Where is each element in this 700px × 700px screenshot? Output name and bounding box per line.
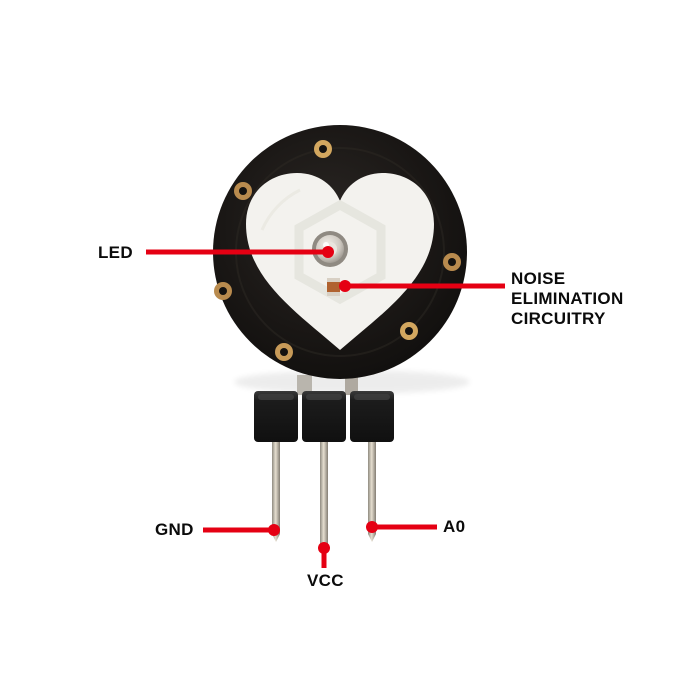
pin-header-block-gnd xyxy=(254,391,298,442)
mounting-hole xyxy=(214,282,232,300)
mounting-holes xyxy=(214,140,461,361)
led-label: LED xyxy=(98,243,133,262)
mounting-hole xyxy=(234,182,252,200)
callout-dot-a0 xyxy=(366,521,378,533)
pin-header-block-vcc xyxy=(302,391,346,442)
header-highlight-2 xyxy=(306,394,342,400)
pin-a0 xyxy=(368,440,376,542)
noise-elimination-component xyxy=(327,278,340,296)
vcc-label: VCC xyxy=(307,571,344,590)
pin-header-block-a0 xyxy=(350,391,394,442)
callout-dot-led xyxy=(322,246,334,258)
mounting-hole xyxy=(275,343,293,361)
callout-lines xyxy=(146,249,505,568)
heart-trace-arc xyxy=(260,188,301,231)
callout-dot-vcc xyxy=(318,542,330,554)
callout-dot-noise xyxy=(339,280,351,292)
gnd-label: GND xyxy=(155,520,194,539)
callout-dot-gnd xyxy=(268,524,280,536)
board-tab-left xyxy=(297,375,312,395)
mounting-hole xyxy=(400,322,418,340)
pin-header xyxy=(254,391,394,442)
callout-dots xyxy=(268,246,378,554)
board-tab-right xyxy=(345,375,358,395)
header-highlight-3 xyxy=(354,394,390,400)
pin-vcc xyxy=(320,440,328,556)
noise-elimination-label: NOISE ELIMINATION CIRCUITRY xyxy=(511,269,624,329)
header-highlight-1 xyxy=(258,394,294,400)
pin-gnd xyxy=(272,440,280,542)
hex-watermark xyxy=(294,199,386,305)
mounting-hole xyxy=(443,253,461,271)
pin-group xyxy=(272,440,376,556)
a0-label: A0 xyxy=(443,517,466,536)
mounting-hole xyxy=(314,140,332,158)
